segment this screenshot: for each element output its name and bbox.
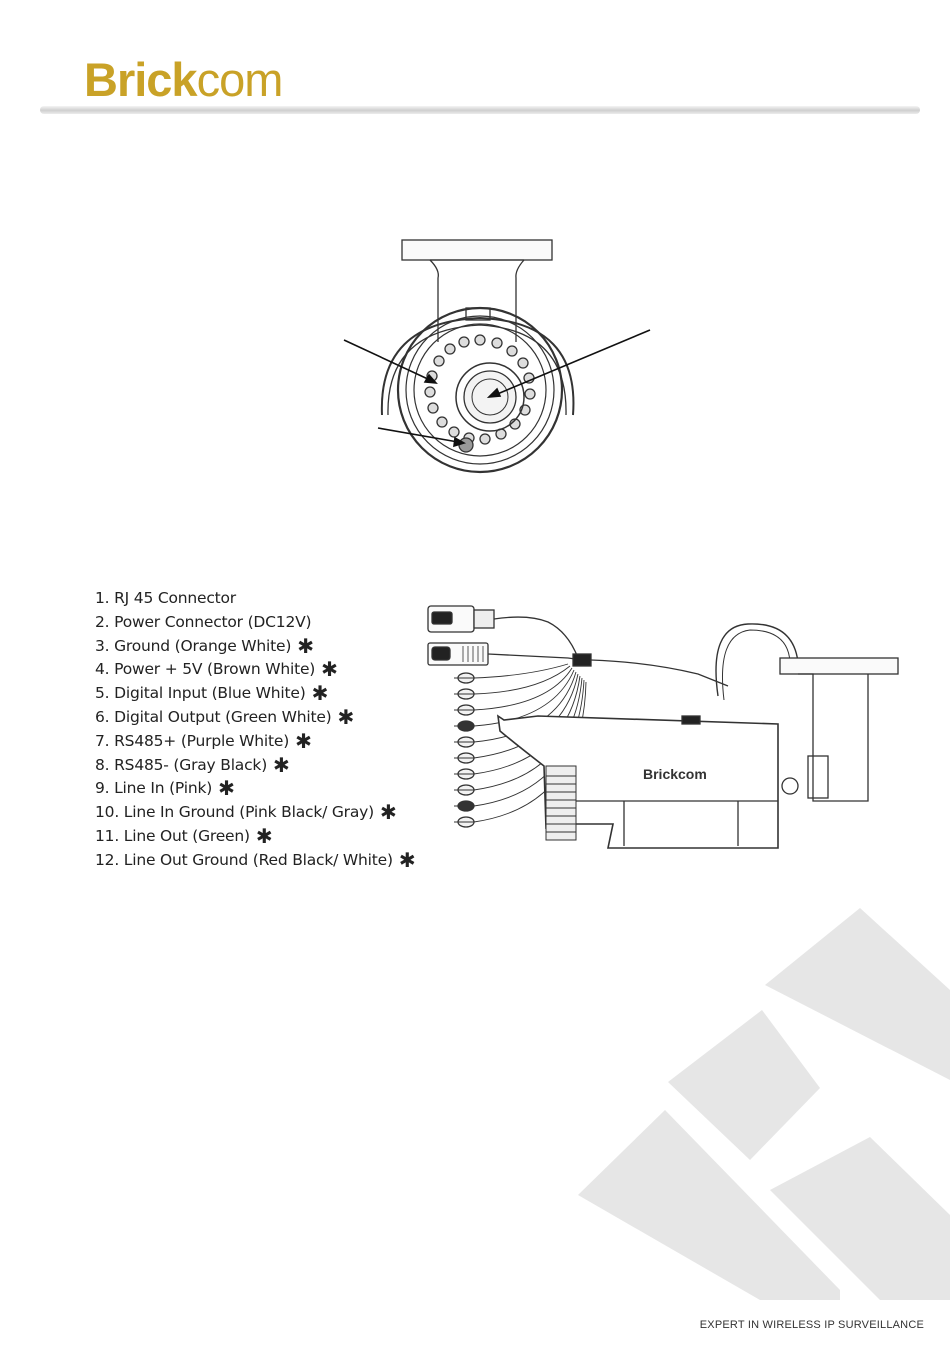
list-item: 6. Digital Output (Green White)✱ bbox=[95, 704, 355, 729]
housing-outer-ring bbox=[396, 306, 564, 474]
watermark-shape bbox=[770, 1137, 950, 1300]
list-item: 11. Line Out (Green)✱ bbox=[95, 823, 273, 848]
brand-logo: Brickcom bbox=[84, 52, 284, 108]
asterisk-mark: ✱ bbox=[273, 752, 290, 777]
list-item: 4. Power + 5V (Brown White)✱ bbox=[95, 657, 338, 682]
mount-arm-left bbox=[429, 259, 439, 342]
asterisk-mark: ✱ bbox=[297, 633, 314, 658]
connector-list: 1. RJ 45 Connector 2. Power Connector (D… bbox=[95, 587, 416, 873]
logo-text-light: com bbox=[196, 53, 284, 106]
sunshield-outer bbox=[380, 316, 575, 416]
camera-side-diagram: Brickcom bbox=[427, 605, 899, 849]
asterisk-mark: ✱ bbox=[398, 847, 416, 872]
list-item: 3. Ground (Orange White)✱ bbox=[95, 633, 314, 658]
asterisk-mark: ✱ bbox=[321, 657, 338, 682]
callout-arrows bbox=[343, 329, 651, 448]
mount-arm-right bbox=[515, 259, 525, 342]
cable-clip bbox=[572, 653, 592, 667]
asterisk-mark: ✱ bbox=[255, 823, 273, 848]
list-item: 2. Power Connector (DC12V) bbox=[95, 612, 312, 631]
asterisk-mark: ✱ bbox=[218, 776, 235, 801]
mount-plate bbox=[779, 657, 899, 675]
camera-housing bbox=[496, 714, 779, 849]
footer-tagline: EXPERT IN WIRELESS IP SURVEILLANCE bbox=[699, 1319, 924, 1331]
camera-body-logo: Brickcom bbox=[643, 766, 707, 782]
asterisk-mark: ✱ bbox=[295, 728, 312, 753]
asterisk-mark: ✱ bbox=[379, 800, 397, 825]
camera-front-diagram bbox=[343, 239, 651, 474]
lens-ribs bbox=[545, 765, 577, 841]
watermark-shape bbox=[668, 1010, 820, 1160]
watermark-shape bbox=[765, 908, 950, 1080]
list-item: 8. RS485- (Gray Black)✱ bbox=[95, 752, 290, 777]
list-item: 10. Line In Ground (Pink Black/ Gray)✱ bbox=[95, 800, 397, 825]
wire-terminals bbox=[457, 672, 475, 828]
light-sensor bbox=[458, 437, 474, 453]
list-item: 1. RJ 45 Connector bbox=[95, 589, 236, 607]
asterisk-mark: ✱ bbox=[311, 681, 329, 706]
watermark-shape bbox=[578, 1110, 840, 1300]
list-item: 12. Line Out Ground (Red Black/ White)✱ bbox=[95, 847, 416, 872]
lens-outer bbox=[455, 362, 525, 432]
mount-plate bbox=[401, 239, 553, 261]
list-item: 5. Digital Input (Blue White)✱ bbox=[95, 681, 329, 706]
header-divider bbox=[40, 106, 920, 114]
list-item: 9. Line In (Pink)✱ bbox=[95, 776, 235, 801]
list-item: 7. RS485+ (Purple White)✱ bbox=[95, 728, 312, 753]
logo-text-bold: Brick bbox=[84, 53, 198, 106]
asterisk-mark: ✱ bbox=[337, 704, 355, 729]
